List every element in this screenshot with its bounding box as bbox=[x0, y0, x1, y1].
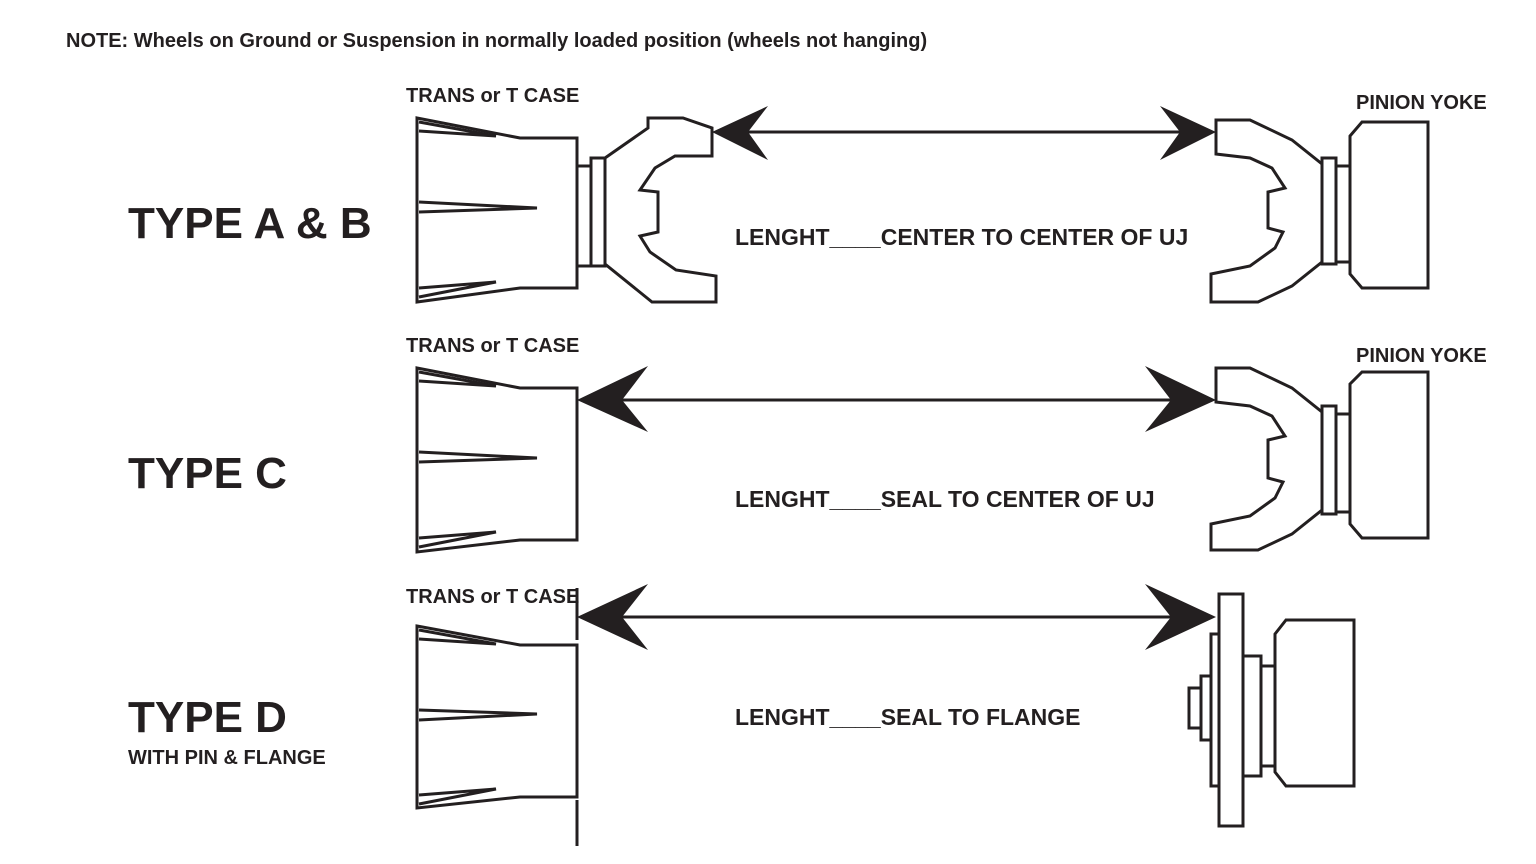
trans-case-label-d: TRANS or T CASE bbox=[406, 586, 579, 608]
dimension-arrow-d bbox=[577, 584, 1216, 650]
dimension-arrow-c bbox=[577, 366, 1216, 432]
pinion-yoke-label-c: PINION YOKE bbox=[1356, 345, 1487, 367]
dimension-arrow-a-b bbox=[712, 106, 1216, 160]
row-type-a-b: TYPE A & B TRANS or T CASE PINION YOKE bbox=[128, 85, 1487, 304]
length-description: SEAL TO FLANGE bbox=[881, 704, 1081, 730]
row-type-d: TYPE D WITH PIN & FLANGE TRANS or T CASE bbox=[128, 584, 1356, 846]
type-d-sublabel: WITH PIN & FLANGE bbox=[128, 747, 326, 769]
length-prefix: LENGHT____ bbox=[735, 704, 881, 730]
type-d-label: TYPE D bbox=[128, 693, 287, 742]
note-text: NOTE: Wheels on Ground or Suspension in … bbox=[66, 30, 927, 52]
transmission-housing-d bbox=[415, 588, 579, 846]
transmission-housing-c bbox=[415, 366, 579, 554]
length-description: CENTER TO CENTER OF UJ bbox=[881, 224, 1189, 250]
trans-case-label-c: TRANS or T CASE bbox=[406, 335, 579, 357]
type-a-b-label: TYPE A & B bbox=[128, 199, 372, 248]
length-prefix: LENGHT____ bbox=[735, 224, 881, 250]
pinion-yoke-label-a-b: PINION YOKE bbox=[1356, 92, 1487, 114]
pinion-yoke-a-b bbox=[1209, 118, 1430, 304]
trans-case-label-a-b: TRANS or T CASE bbox=[406, 85, 579, 107]
row-type-c: TYPE C TRANS or T CASE PINION YOKE LENGH… bbox=[128, 335, 1487, 554]
length-prefix: LENGHT____ bbox=[735, 486, 881, 512]
slip-yoke-a-b bbox=[603, 116, 718, 304]
transmission-housing-a-b bbox=[415, 116, 607, 304]
pinion-yoke-c bbox=[1209, 366, 1430, 552]
flange-yoke-d bbox=[1187, 592, 1356, 828]
length-description: SEAL TO CENTER OF UJ bbox=[881, 486, 1155, 512]
type-c-label: TYPE C bbox=[128, 449, 287, 498]
length-label-d: LENGHT____SEAL TO FLANGE bbox=[735, 704, 1081, 730]
length-label-a-b: LENGHT____CENTER TO CENTER OF UJ bbox=[735, 224, 1188, 250]
length-label-c: LENGHT____SEAL TO CENTER OF UJ bbox=[735, 486, 1155, 512]
